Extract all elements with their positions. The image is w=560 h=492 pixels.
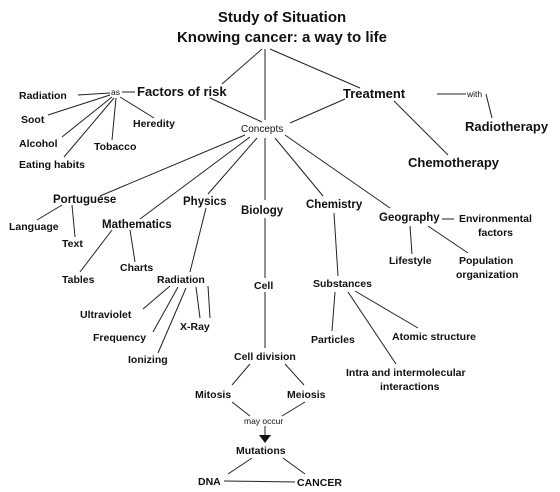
node-xray: X-Ray [180, 321, 210, 333]
node-atomic-structure: Atomic structure [392, 331, 476, 343]
node-population-line1: Population [459, 255, 513, 267]
edge-geography-lifestyle [409, 225, 413, 255]
edge-portuguese-language [36, 204, 63, 221]
edge-radiation-ultraviolet [142, 285, 171, 310]
map-title-line1: Study of Situation [218, 9, 346, 26]
node-radiotherapy: Radiotherapy [465, 119, 549, 134]
node-chemistry: Chemistry [306, 199, 363, 211]
node-substances: Substances [313, 278, 372, 290]
edge-radiation-frequency [152, 286, 179, 333]
edge-radiation-xray2 [207, 285, 211, 319]
edge-mutations-cancer [282, 457, 306, 475]
node-ionizing: Ionizing [128, 354, 168, 366]
edge-treatment-chemotherapy [393, 100, 449, 156]
node-concepts: Concepts [241, 124, 283, 135]
node-text: Text [62, 238, 83, 250]
node-heredity: Heredity [133, 118, 175, 130]
edge-division-meiosis [284, 363, 305, 386]
edge-concepts-portuguese [99, 134, 246, 197]
edge-as-tobacco [111, 97, 117, 141]
node-ultraviolet: Ultraviolet [80, 309, 132, 321]
node-chemotherapy: Chemotherapy [408, 155, 500, 170]
edge-title-factors [221, 48, 263, 85]
node-portuguese: Portuguese [53, 194, 116, 206]
edge-substances-atomic [354, 290, 419, 329]
edge-mutations-dna [227, 457, 253, 475]
node-tobacco: Tobacco [94, 141, 136, 153]
edge-as-soot [47, 94, 111, 116]
edge-math-tables [79, 229, 113, 273]
edge-concepts-geography [284, 134, 391, 209]
node-dna: DNA [198, 476, 221, 488]
edge-with-radiotherapy [485, 93, 493, 119]
edge-mitosis-mayoccur [231, 401, 251, 417]
node-geography: Geography [379, 212, 440, 224]
node-meiosis: Meiosis [287, 389, 326, 401]
node-cell-division: Cell division [234, 351, 296, 363]
edge-as-heredity [119, 96, 155, 119]
link-as: as [111, 87, 120, 97]
node-intra-line2: interactions [380, 381, 440, 393]
node-radiation-physics: Radiation [157, 274, 205, 286]
node-mitosis: Mitosis [195, 389, 231, 401]
node-factors-of-risk: Factors of risk [137, 84, 227, 99]
node-cancer: CANCER [297, 477, 342, 489]
node-biology: Biology [241, 205, 284, 217]
edge-as-eating [63, 97, 115, 158]
node-particles: Particles [311, 334, 355, 346]
node-charts: Charts [120, 262, 153, 274]
edge-concepts-chemistry [274, 137, 324, 197]
edge-portuguese-text [71, 204, 76, 238]
edge-concepts-mathematics [139, 136, 251, 220]
edge-math-charts [129, 229, 136, 263]
node-lifestyle: Lifestyle [389, 255, 432, 267]
edge-division-mitosis [231, 363, 251, 386]
node-alcohol: Alcohol [19, 138, 58, 150]
edge-meiosis-mayoccur [281, 401, 306, 417]
connector-lines [36, 48, 493, 483]
node-language: Language [9, 221, 59, 233]
node-population-line2: organization [456, 269, 518, 281]
edge-substances-intra [347, 291, 397, 365]
edge-chemistry-substances [333, 212, 339, 277]
edge-concepts-physics [207, 137, 258, 195]
link-with: with [466, 89, 482, 99]
node-soot: Soot [21, 114, 45, 126]
edge-as-radiation [77, 92, 111, 96]
node-cell: Cell [254, 280, 273, 292]
node-frequency: Frequency [93, 332, 146, 344]
map-title-line2: Knowing cancer: a way to life [177, 29, 387, 46]
node-mutations: Mutations [236, 445, 286, 457]
node-treatment: Treatment [343, 86, 406, 101]
node-environmental-line2: factors [478, 227, 513, 239]
edge-title-treatment [269, 48, 361, 89]
edge-radiation-ionizing [157, 287, 187, 354]
node-mathematics: Mathematics [102, 219, 172, 231]
edge-as-alcohol [61, 96, 113, 138]
edge-dna-cancer [223, 480, 296, 483]
node-radiation-risk: Radiation [19, 90, 67, 102]
node-tables: Tables [62, 274, 95, 286]
edge-substances-particles [331, 291, 336, 332]
edge-physics-radiation [189, 207, 207, 273]
link-may-occur: may occur [244, 416, 283, 426]
node-environmental-line1: Environmental [459, 213, 532, 225]
node-physics: Physics [183, 196, 226, 208]
arrowhead-mutations [259, 435, 271, 443]
edge-geography-population [427, 225, 469, 254]
edge-concepts-factors [209, 97, 263, 123]
node-intra-line1: Intra and intermolecular [346, 367, 466, 379]
node-eating-habits: Eating habits [19, 159, 85, 171]
edge-radiation-xray [195, 286, 201, 319]
edge-concepts-treatment [289, 98, 346, 124]
